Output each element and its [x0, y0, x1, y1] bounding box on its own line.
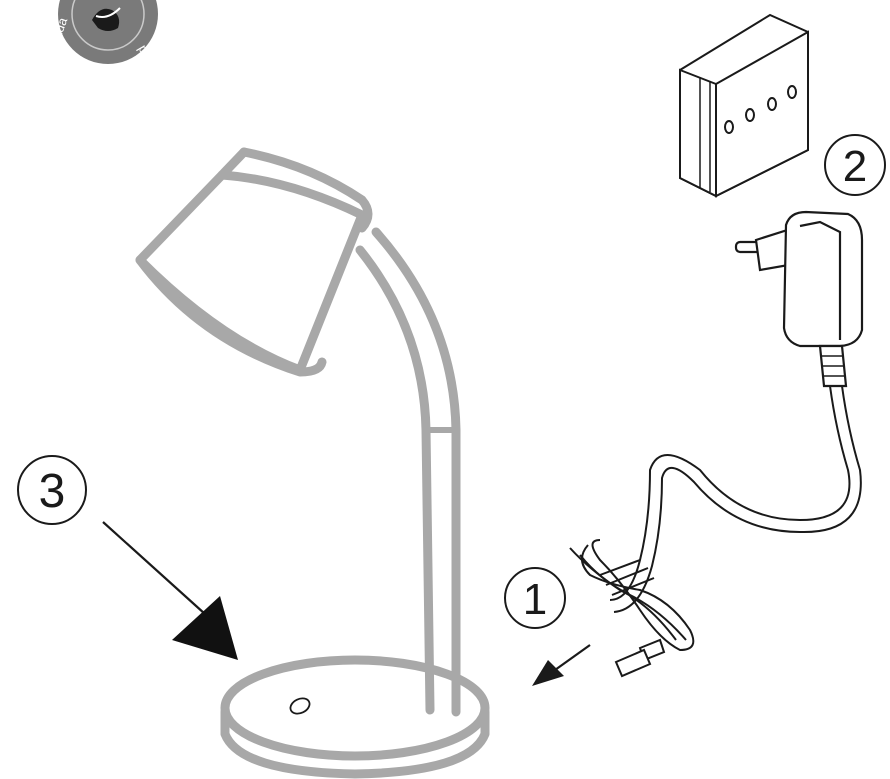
- step-2-number: 2: [843, 142, 867, 191]
- coiled-cable: [570, 540, 693, 676]
- step-1-number: 1: [523, 575, 547, 624]
- arrow-plug-in: [532, 645, 590, 686]
- svg-text:plicu: plicu: [135, 42, 161, 73]
- brand-logo: ada plicu: [49, 0, 162, 73]
- step-3-number: 3: [39, 465, 66, 518]
- step-2-marker: 2: [825, 135, 885, 195]
- wall-socket: [680, 15, 808, 196]
- adapter-cable: [610, 386, 861, 612]
- step-3-marker: 3: [18, 456, 86, 524]
- step-1-marker: 1: [505, 568, 565, 628]
- arrow-to-base: [103, 522, 238, 660]
- power-adapter: [736, 212, 862, 386]
- desk-lamp: [140, 152, 485, 774]
